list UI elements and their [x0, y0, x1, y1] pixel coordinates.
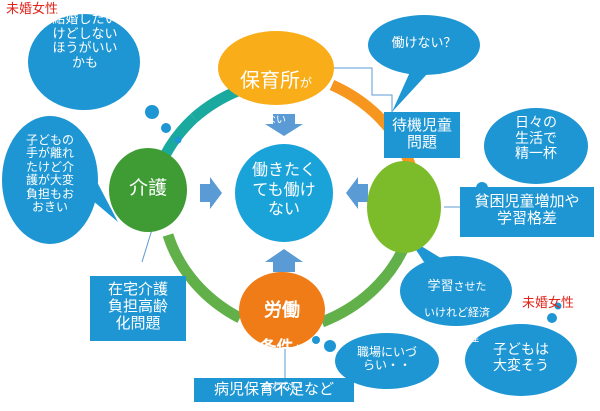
unmarried-women-label-right: 未婚女性: [522, 296, 575, 311]
box-zaitaku-text: 在宅介護 負担高齢 化問題: [107, 280, 168, 332]
bubble-3-text: 日々の 生活で 精一杯: [515, 115, 557, 163]
arrow-up: [265, 249, 303, 272]
center-text: 働きたく ても働け ない: [251, 160, 316, 219]
node-roudou-label: 労働 条件が 合わない: [259, 299, 305, 393]
box-hinkon-text: 貧困児童増加や 学習格差: [474, 192, 580, 227]
node-roudou-shape: [239, 272, 325, 348]
arrow-right: [200, 177, 222, 209]
node-kaigo-label: 介護: [128, 177, 167, 199]
thought-bubble-6-shape: [335, 333, 439, 389]
bubble-4-text: 子どもの 手が離れ たけど介 護が大変 負担もお おきい: [25, 133, 74, 215]
node-kazoku-shape: [367, 161, 441, 253]
bubble-5-text: 学習させた いけれど経済 的に無理: [424, 279, 490, 344]
speech-bubble-4-shape: [2, 116, 98, 244]
box-byouji-text: 病児保育不足など: [213, 380, 334, 398]
unmarried-women-label-top: 未婚女性: [6, 2, 59, 17]
node-kaigo-shape: [109, 148, 187, 232]
bubble-2-text: 働けない？: [391, 36, 457, 51]
arrow-left: [346, 177, 368, 209]
box-byouji-shape: [194, 378, 354, 402]
center-circle: [235, 144, 333, 242]
bubble-1-text: 結婚したい けどしない ほうがいい かも: [52, 12, 118, 71]
arrow-down: [265, 114, 303, 136]
node-hoikusho-shape: [218, 31, 334, 105]
node-hoikusho-label: 保育所が ない: [239, 67, 312, 127]
box-taiki-text: 待機児童 問題: [391, 116, 452, 151]
speech-bubble-5-shape: [400, 256, 512, 326]
thought-bubble-3-shape: [484, 108, 588, 184]
thought-bubble-1-shape: [28, 14, 140, 110]
box-zaitaku-shape: [90, 276, 186, 341]
bubble-7-text: 子どもは 大変そう: [493, 342, 549, 374]
box-taiki-shape: [384, 112, 460, 158]
connector-hoikusho-taiki: [325, 67, 393, 112]
bubble-6-text: 職場にいづ らい・・: [356, 345, 417, 373]
ring-segment-green-right: [319, 242, 411, 328]
speech-bubble-2-shape: [368, 15, 480, 75]
thought-bubble-7-shape: [465, 324, 577, 396]
ring-segment-green-left: [162, 233, 243, 323]
box-hinkon-shape: [460, 187, 594, 237]
